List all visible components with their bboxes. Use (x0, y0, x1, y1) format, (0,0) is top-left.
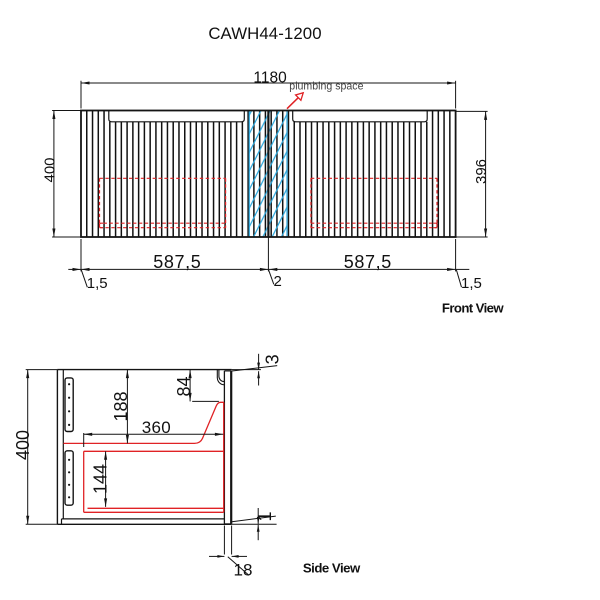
svg-text:1: 1 (255, 511, 275, 521)
svg-text:360: 360 (142, 418, 171, 437)
svg-text:18: 18 (234, 561, 253, 580)
svg-text:400: 400 (13, 430, 33, 460)
svg-text:396: 396 (473, 159, 490, 184)
svg-text:Side View: Side View (303, 561, 361, 576)
svg-text:587,5: 587,5 (344, 252, 392, 272)
svg-text:1180: 1180 (253, 70, 287, 87)
svg-text:188: 188 (111, 391, 131, 421)
svg-text:144: 144 (90, 464, 110, 494)
svg-text:1,5: 1,5 (461, 275, 482, 292)
svg-text:2: 2 (274, 273, 282, 290)
svg-text:plumbing space: plumbing space (289, 80, 363, 92)
svg-text:Front View: Front View (442, 301, 505, 316)
svg-text:3: 3 (262, 354, 282, 364)
svg-text:587,5: 587,5 (153, 252, 201, 272)
svg-text:84: 84 (174, 376, 194, 396)
svg-text:400: 400 (42, 157, 59, 182)
svg-text:CAWH44-1200: CAWH44-1200 (208, 24, 321, 43)
svg-text:1,5: 1,5 (87, 275, 108, 292)
